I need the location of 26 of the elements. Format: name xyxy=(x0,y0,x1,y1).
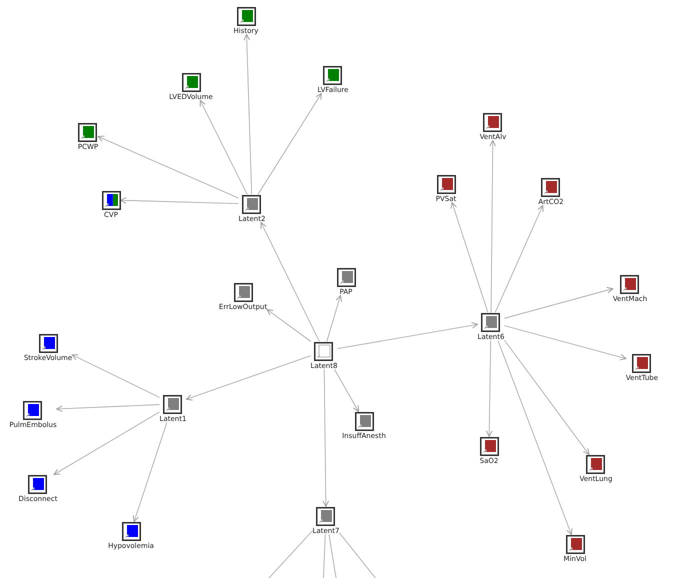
arrow xyxy=(120,197,239,204)
arrow xyxy=(244,34,252,195)
arrow xyxy=(54,412,160,475)
arrow xyxy=(258,93,322,195)
arrow xyxy=(490,140,496,313)
connector-line xyxy=(328,534,338,578)
arrow xyxy=(200,100,248,195)
arrow xyxy=(186,355,311,400)
arrow xyxy=(322,369,330,507)
arrow xyxy=(334,369,359,412)
arrow xyxy=(266,309,312,342)
arrow xyxy=(504,287,614,319)
connector-line xyxy=(322,534,326,578)
arrow xyxy=(450,202,488,313)
arrow xyxy=(260,222,320,342)
arrow xyxy=(337,322,478,350)
arrow xyxy=(486,340,492,437)
arrow xyxy=(504,340,590,455)
arrow xyxy=(56,404,160,412)
arrow xyxy=(72,354,160,398)
arrow xyxy=(132,422,168,522)
arrow xyxy=(504,325,626,360)
arrow xyxy=(326,295,342,342)
arrow xyxy=(498,340,572,535)
arrow xyxy=(494,205,544,313)
arrow xyxy=(98,136,239,198)
